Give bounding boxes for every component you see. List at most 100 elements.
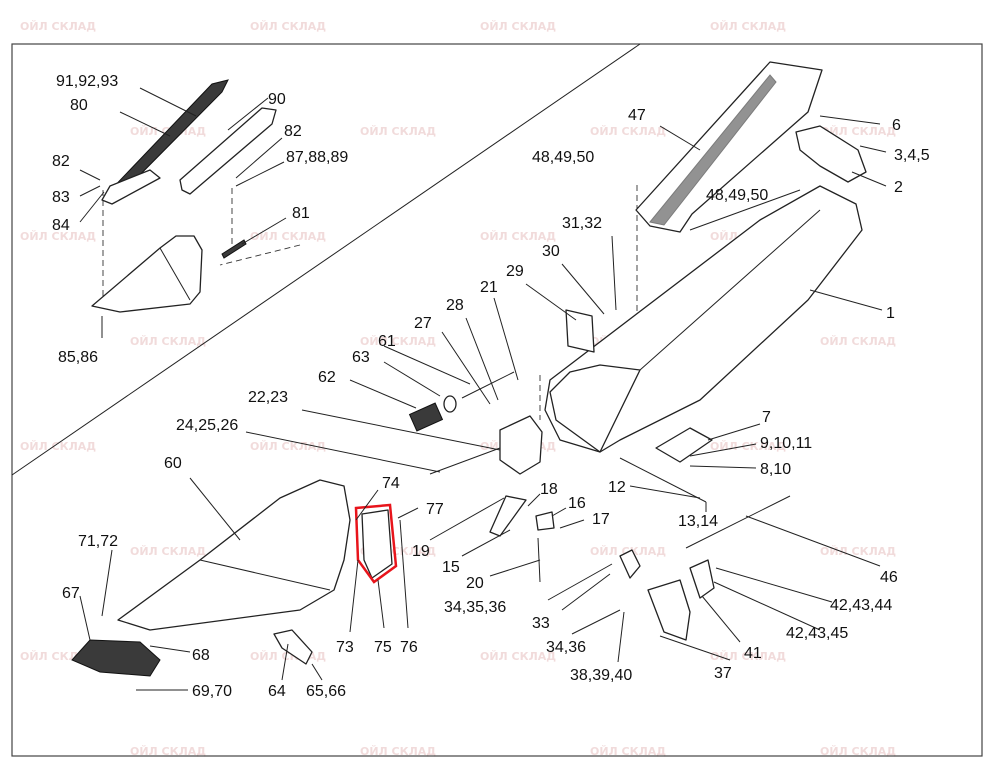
label-34-35-36: 34,35,36 [444, 599, 506, 616]
watermark-text: ОЙЛ СКЛАД [360, 125, 436, 138]
label-24-25-26: 24,25,26 [176, 417, 238, 434]
watermark-text: ОЙЛ СКЛАД [130, 745, 206, 758]
watermark-text: ОЙЛ СКЛАД [130, 545, 206, 558]
main-frame-part [544, 185, 863, 453]
label-63: 63 [352, 349, 370, 366]
watermark-text: ОЙЛ СКЛАД [820, 125, 896, 138]
diagram-frame [11, 43, 983, 757]
label-80: 80 [70, 97, 88, 114]
divider-blade-part [101, 79, 229, 205]
part-number-labels: 91,92,93 80 90 82 82 83 84 87,88,89 81 8… [52, 73, 930, 700]
label-18: 18 [540, 481, 558, 498]
latch-parts [489, 495, 555, 583]
label-81: 81 [292, 205, 310, 222]
label-12: 12 [608, 479, 626, 496]
watermark-text: ОЙЛ СКЛАД [710, 440, 786, 453]
label-62: 62 [318, 369, 336, 386]
label-9-10-11: 9,10,11 [760, 435, 812, 452]
label-64: 64 [268, 683, 286, 700]
label-15: 15 [442, 559, 460, 576]
label-7: 7 [762, 409, 771, 426]
divider-nose-part [91, 235, 203, 313]
highlight-outline [354, 503, 398, 584]
watermark-text: ОЙЛ СКЛАД [480, 20, 556, 33]
watermark-text: ОЙЛ СКЛАД [250, 230, 326, 243]
label-42-43-44: 42,43,44 [830, 597, 892, 614]
watermark-text: ОЙЛ СКЛАД [820, 545, 896, 558]
label-73: 73 [336, 639, 354, 656]
hinge-plate-part [499, 415, 543, 475]
label-21: 21 [480, 279, 498, 296]
lower-bracket-part [619, 549, 715, 641]
label-17: 17 [592, 511, 610, 528]
fastener-strip-part [221, 239, 247, 259]
label-47: 47 [628, 107, 646, 124]
watermark-text: ОЙЛ СКЛАД [820, 335, 896, 348]
label-75: 75 [374, 639, 392, 656]
watermark-text: ОЙЛ СКЛАД [360, 335, 436, 348]
label-8-10: 8,10 [760, 461, 791, 478]
bolt-24-part [429, 447, 501, 475]
label-1: 1 [886, 305, 895, 322]
label-91-92-93: 91,92,93 [56, 73, 118, 90]
skid-plate-part [273, 629, 313, 665]
label-20: 20 [466, 575, 484, 592]
roller-part [408, 395, 457, 432]
label-61: 61 [378, 333, 396, 350]
label-48-49-50-mid: 48,49,50 [706, 187, 768, 204]
label-38-39-40: 38,39,40 [570, 667, 632, 684]
watermark-text: ОЙЛ СКЛАД [250, 440, 326, 453]
top-cover-part [635, 61, 823, 233]
label-69-70: 69,70 [192, 683, 232, 700]
divider-body-part [117, 479, 351, 631]
label-83: 83 [52, 189, 70, 206]
support-bracket-part [655, 427, 713, 463]
label-68: 68 [192, 647, 210, 664]
label-60: 60 [164, 455, 182, 472]
label-2: 2 [894, 179, 903, 196]
watermark-text: ОЙЛ СКЛАД [130, 335, 206, 348]
long-bolt-part [461, 371, 515, 399]
label-30: 30 [542, 243, 560, 260]
label-37: 37 [714, 665, 732, 682]
mounting-bracket-part [795, 125, 867, 183]
label-77: 77 [426, 501, 444, 518]
label-27: 27 [414, 315, 432, 332]
tie-rod-part [619, 457, 707, 503]
label-74: 74 [382, 475, 400, 492]
label-19: 19 [412, 543, 430, 560]
cover-plate-part [565, 309, 595, 353]
label-28: 28 [446, 297, 464, 314]
label-22-23: 22,23 [248, 389, 288, 406]
label-41: 41 [744, 645, 762, 662]
watermark-text: ОЙЛ СКЛАД [480, 230, 556, 243]
label-31-32: 31,32 [562, 215, 602, 232]
watermark-text: ОЙЛ СКЛАД [360, 745, 436, 758]
label-29: 29 [506, 263, 524, 280]
label-82-left: 82 [52, 153, 70, 170]
label-84: 84 [52, 217, 70, 234]
watermark-text: ОЙЛ СКЛАД [590, 745, 666, 758]
watermark-text: ОЙЛ СКЛАД [20, 20, 96, 33]
label-6: 6 [892, 117, 901, 134]
divider-plate-part [179, 107, 277, 195]
label-65-66: 65,66 [306, 683, 346, 700]
watermark-text: ОЙЛ СКЛАД [590, 125, 666, 138]
leader-lines [79, 87, 887, 691]
label-71-72: 71,72 [78, 533, 118, 550]
divider-tip-part [71, 639, 161, 677]
gas-strut-part [685, 495, 791, 549]
label-34-36: 34,36 [546, 639, 586, 656]
label-13-14: 13,14 [678, 513, 718, 530]
watermark-text: ОЙЛ СКЛАД [820, 745, 896, 758]
label-46: 46 [880, 569, 898, 586]
label-67: 67 [62, 585, 80, 602]
label-82-right: 82 [284, 123, 302, 140]
watermark-text: ОЙЛ СКЛАД [710, 20, 786, 33]
watermark-text: ОЙЛ СКЛАД [480, 650, 556, 663]
label-85-86: 85,86 [58, 349, 98, 366]
label-90: 90 [268, 91, 286, 108]
wear-plate-part [354, 503, 398, 584]
section-divider-line [11, 43, 641, 476]
